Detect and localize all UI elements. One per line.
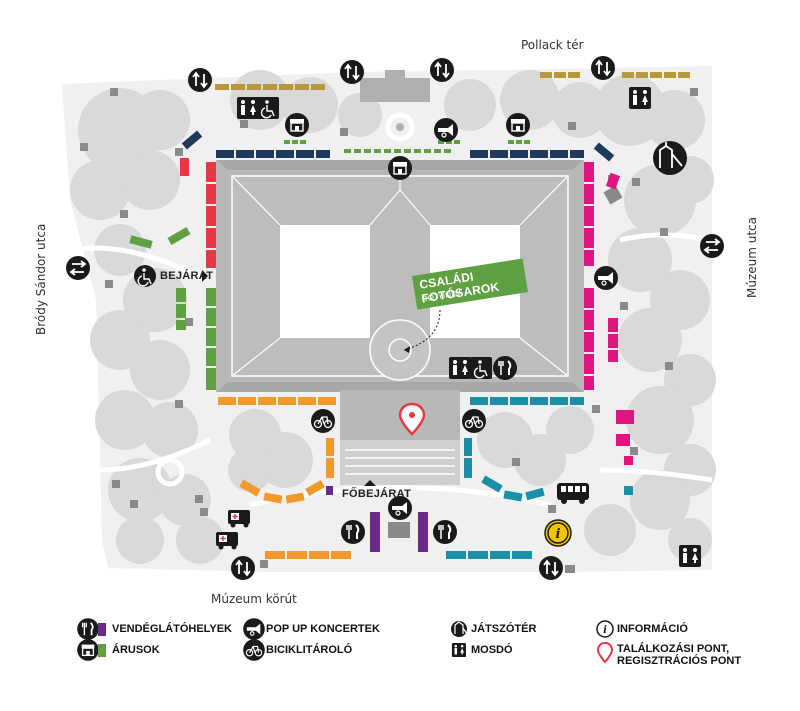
legend-vendors-label: ÁRUSOK xyxy=(112,644,160,656)
legend-playground-label: JÁTSZÓTÉR xyxy=(471,623,537,635)
legend-concerts: POP UP KONCERTEK xyxy=(266,620,380,638)
street-label-bottom: Múzeum körút xyxy=(211,592,297,606)
pollack-building xyxy=(360,70,430,102)
legend-restaurants-label: VENDÉGLÁTÓHELYEK xyxy=(112,623,233,635)
legend-concerts-label: POP UP KONCERTEK xyxy=(266,623,380,635)
legend-icons: i xyxy=(76,617,614,664)
legend-restaurants: VENDÉGLÁTÓHELYEK xyxy=(98,620,232,638)
legend-vendors: ÁRUSOK xyxy=(98,641,160,659)
entrance-arrow-icon xyxy=(202,270,208,282)
vendor-stalls-orange xyxy=(218,397,351,559)
legend-information-label: INFORMÁCIÓ xyxy=(617,623,688,635)
location-pin-icon xyxy=(398,402,426,436)
legend-restaurants-swatch xyxy=(98,622,106,636)
legend-toilet-label: MOSDÓ xyxy=(471,644,513,656)
main-entrance-label: FŐBEJÁRAT xyxy=(342,488,412,500)
street-label-top: Pollack tér xyxy=(521,38,584,52)
legend-information: INFORMÁCIÓ xyxy=(617,620,688,638)
main-entrance-arrow-icon xyxy=(364,480,376,486)
tree-area xyxy=(70,70,716,564)
legend-playground: JÁTSZÓTÉR xyxy=(471,620,536,638)
vendor-stalls-gold xyxy=(215,72,690,90)
restaurant-blocks xyxy=(326,486,428,552)
stage-block xyxy=(388,522,410,538)
legend-meeting-point-line2: REGISZTRÁCIÓS PONT xyxy=(617,655,742,667)
svg-text:i: i xyxy=(556,527,561,542)
legend-bike-storage: BICIKLITÁROLÓ xyxy=(266,641,352,659)
svg-text:i: i xyxy=(603,625,607,636)
legend-toilet: MOSDÓ xyxy=(471,641,513,659)
ambulance-icon xyxy=(216,510,250,550)
vendor-stalls-teal xyxy=(446,397,633,559)
info-icon: i xyxy=(544,519,572,547)
street-label-right: Múzeum utca xyxy=(745,216,759,298)
vendor-stalls-magenta xyxy=(584,162,634,465)
vendor-stalls-navy xyxy=(181,130,615,162)
playground-slide-icon xyxy=(653,141,687,175)
street-label-left: Bródy Sándor utca xyxy=(34,223,48,335)
legend-meeting-point-line1: TALÁLKOZÁSI PONT, xyxy=(617,643,730,655)
vendor-stalls-green xyxy=(129,140,530,390)
legend-meeting-point: TALÁLKOZÁSI PONT, REGISZTRÁCIÓS PONT xyxy=(617,643,741,667)
vendor-stalls-red xyxy=(180,158,216,268)
side-entrance-label: BEJÁRAT xyxy=(160,270,214,282)
bus-icon xyxy=(557,483,589,504)
accessible-entrance-icon xyxy=(134,265,156,287)
legend-bike-storage-label: BICIKLITÁROLÓ xyxy=(266,644,353,656)
legend-vendors-swatch xyxy=(98,643,106,657)
